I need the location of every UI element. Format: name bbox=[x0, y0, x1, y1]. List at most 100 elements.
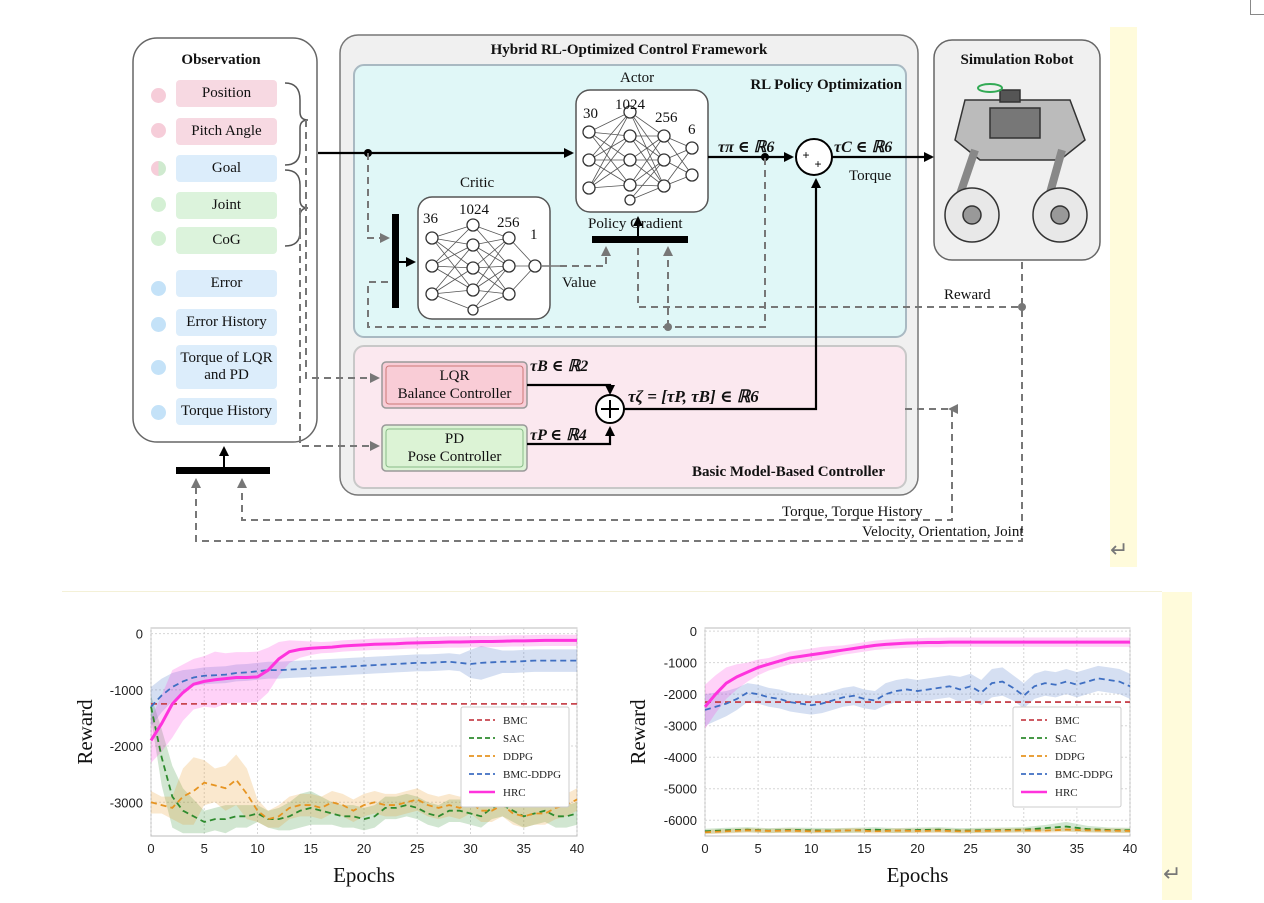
y-tick-label: 0 bbox=[690, 624, 697, 639]
state-feedback-label: Velocity, Orientation, Joint bbox=[862, 524, 1024, 540]
x-tick-label: 10 bbox=[804, 841, 818, 856]
observation-dot bbox=[151, 231, 166, 246]
legend-label: BMC bbox=[1055, 715, 1079, 727]
x-tick-label: 0 bbox=[147, 841, 154, 856]
legend-label: DDPG bbox=[1055, 751, 1085, 763]
confidence-band-sac bbox=[705, 821, 1130, 834]
architecture-diagram: ↵ bbox=[132, 0, 1264, 567]
value-label: Value bbox=[562, 275, 597, 291]
torque-history-feedback-label: Torque, Torque History bbox=[782, 504, 923, 520]
series-line-bmc-ddpg bbox=[704, 677, 1131, 711]
critic-network bbox=[417, 196, 551, 320]
y-axis-label: Reward bbox=[73, 699, 97, 765]
pd-line1: PD bbox=[444, 431, 465, 447]
margin-highlight bbox=[1110, 27, 1137, 567]
y-axis-label: Reward bbox=[626, 699, 650, 765]
framework-title: Hybrid RL-Optimized Control Framework bbox=[490, 42, 768, 58]
y-tick-label: -4000 bbox=[664, 750, 697, 765]
tau-b-label: τB ∈ ℝ2 bbox=[530, 358, 589, 375]
lqr-balance-controller: LQR Balance Controller bbox=[382, 362, 527, 408]
obs-item-error-history: Error History bbox=[176, 309, 277, 336]
y-tick-label: -1000 bbox=[110, 683, 143, 698]
actor-layer-3: 256 bbox=[655, 110, 678, 126]
series-line-hrc bbox=[149, 638, 577, 742]
x-tick-label: 30 bbox=[463, 841, 477, 856]
x-tick-label: 25 bbox=[410, 841, 424, 856]
actor-layer-4: 6 bbox=[688, 122, 696, 138]
robot-image bbox=[944, 83, 1088, 243]
pd-pose-controller: PD Pose Controller bbox=[382, 425, 527, 471]
confidence-band-sac bbox=[151, 695, 577, 834]
series-line-ddpg bbox=[704, 828, 1131, 834]
legend-box bbox=[1012, 706, 1122, 808]
confidence-band-hrc bbox=[705, 637, 1130, 729]
return-mark-icon: ↵ bbox=[1110, 538, 1129, 563]
svg-text:+: + bbox=[814, 157, 821, 171]
y-tick-label: 0 bbox=[136, 627, 143, 642]
obs-item-joint: Joint bbox=[176, 192, 277, 219]
y-tick-label: -5000 bbox=[664, 782, 697, 797]
critic-layer-2: 1024 bbox=[459, 202, 489, 218]
critic-layer-3: 256 bbox=[497, 215, 520, 231]
return-mark-icon: ↵ bbox=[1163, 862, 1182, 887]
controller-title: Basic Model-Based Controller bbox=[691, 464, 885, 480]
observation-dot bbox=[151, 123, 166, 138]
series-line-ddpg bbox=[150, 778, 578, 821]
observation-dot bbox=[151, 360, 166, 375]
y-tick-label: -2000 bbox=[664, 687, 697, 702]
x-axis-label: Epochs bbox=[887, 863, 949, 887]
chart-region-border bbox=[62, 591, 1162, 592]
tau-zeta-label: τζ = [τP, τB] ∈ ℝ6 bbox=[628, 387, 759, 406]
legend-box bbox=[460, 706, 570, 808]
observation-title: Observation bbox=[181, 52, 261, 68]
confidence-band-bmc-ddpg bbox=[151, 645, 577, 727]
observation-dot bbox=[151, 281, 166, 296]
actor-layer-1: 30 bbox=[583, 106, 598, 122]
critic-layer-4: 1 bbox=[530, 227, 538, 243]
margin-highlight bbox=[1162, 592, 1192, 900]
x-tick-label: 15 bbox=[304, 841, 318, 856]
observation-dot bbox=[151, 317, 166, 332]
x-tick-label: 0 bbox=[701, 841, 708, 856]
pd-line2: Pose Controller bbox=[407, 449, 502, 465]
y-tick-label: -3000 bbox=[664, 719, 697, 734]
series-line-bmc-ddpg bbox=[150, 659, 577, 708]
obs-item-pitch-angle: Pitch Angle bbox=[176, 118, 277, 145]
x-tick-label: 35 bbox=[517, 841, 531, 856]
legend-label: SAC bbox=[1055, 733, 1076, 745]
y-tick-label: -6000 bbox=[664, 813, 697, 828]
y-tick-label: -3000 bbox=[110, 795, 143, 810]
actor-layer-2: 1024 bbox=[615, 97, 645, 113]
x-tick-label: 40 bbox=[570, 841, 584, 856]
legend-label: DDPG bbox=[503, 751, 533, 763]
torque-label: Torque bbox=[849, 168, 892, 184]
observation-dot bbox=[151, 88, 166, 103]
obs-item-torque-history: Torque History bbox=[176, 398, 277, 425]
critic-label: Critic bbox=[460, 175, 495, 191]
corner-mark bbox=[1250, 0, 1264, 15]
y-tick-label: -1000 bbox=[664, 656, 697, 671]
critic-layer-1: 36 bbox=[423, 211, 438, 227]
x-tick-label: 5 bbox=[201, 841, 208, 856]
reward-label: Reward bbox=[944, 287, 991, 303]
lqr-line2: Balance Controller bbox=[397, 386, 512, 402]
lqr-line1: LQR bbox=[439, 368, 470, 384]
x-axis-label: Epochs bbox=[333, 863, 395, 887]
legend-label: HRC bbox=[503, 787, 526, 799]
obs-item-torque-lqr-pd: Torque of LQR and PD bbox=[176, 345, 277, 389]
observation-dot bbox=[151, 197, 166, 212]
robot-title: Simulation Robot bbox=[960, 52, 1074, 68]
legend-label: BMC-DDPG bbox=[1055, 769, 1113, 781]
legend-label: BMC-DDPG bbox=[503, 769, 561, 781]
actor-label: Actor bbox=[620, 70, 655, 86]
x-tick-label: 10 bbox=[250, 841, 264, 856]
x-tick-label: 40 bbox=[1123, 841, 1137, 856]
confidence-band-hrc bbox=[151, 634, 577, 763]
x-tick-label: 25 bbox=[963, 841, 977, 856]
obs-item-cog: CoG bbox=[176, 227, 277, 254]
x-tick-label: 20 bbox=[357, 841, 371, 856]
pd-box-outer bbox=[381, 424, 528, 472]
rl-policy-title: RL Policy Optimization bbox=[750, 77, 902, 93]
